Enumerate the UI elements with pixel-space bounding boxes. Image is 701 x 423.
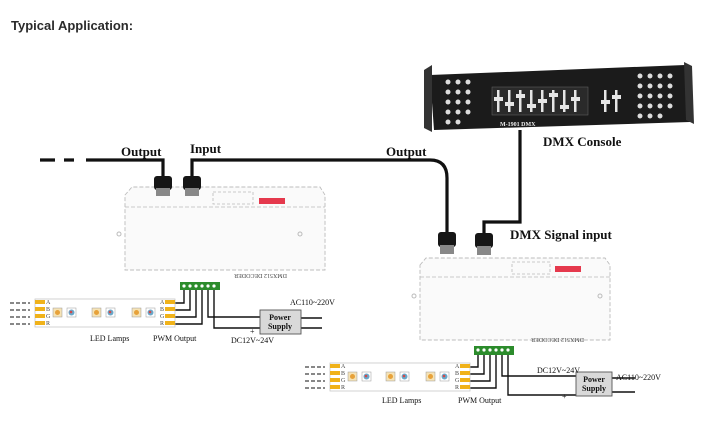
left-pwm-wires <box>175 290 322 329</box>
right-pwm-wires <box>470 355 635 396</box>
pwm-output-label-left: PWM Output <box>153 334 197 343</box>
decoder-left: DMX512 DECODER <box>116 176 326 290</box>
svg-text:R: R <box>46 321 50 327</box>
svg-text:A: A <box>341 364 346 370</box>
led-lamps-label-left: LED Lamps <box>90 334 129 343</box>
svg-text:G: G <box>160 314 165 320</box>
ac-range-label-left: AC110~220V <box>290 298 335 307</box>
plus-label-right: + <box>562 392 567 401</box>
dmx-signal-input-label: DMX Signal input <box>510 227 613 242</box>
decoder-right: DMX512 DECODER <box>411 232 611 355</box>
svg-text:R: R <box>341 385 345 391</box>
output-label-right: Output <box>386 144 427 159</box>
svg-text:A: A <box>160 300 165 306</box>
svg-text:A: A <box>46 300 51 306</box>
led-strip-left: A B G R A B G R <box>10 298 176 328</box>
console-signal-cable <box>482 130 522 234</box>
svg-text:R: R <box>455 385 459 391</box>
svg-text:B: B <box>455 371 459 377</box>
pwm-output-label-right: PWM Output <box>458 396 502 405</box>
plus-label-left: + <box>250 327 255 336</box>
page-title: Typical Application: <box>11 18 134 33</box>
led-strip-right: A B G R A B G R <box>305 362 471 392</box>
svg-text:R: R <box>160 321 164 327</box>
dc-range-label-left: DC12V~24V <box>231 336 274 345</box>
svg-text:B: B <box>160 307 164 313</box>
dmx-console: M-1901 DMX <box>424 62 694 132</box>
svg-text:G: G <box>341 378 346 384</box>
console-model-label: M-1901 DMX <box>500 122 536 128</box>
svg-text:B: B <box>46 307 50 313</box>
output-label-left: Output <box>121 144 162 159</box>
dc-range-label-right: DC12V~24V <box>537 366 580 375</box>
left-output-cable <box>86 158 165 176</box>
svg-text:A: A <box>455 364 460 370</box>
dmx-console-label: DMX Console <box>543 134 622 149</box>
svg-text:B: B <box>341 371 345 377</box>
decoder-link-cable <box>190 158 449 232</box>
minus-label-left: - <box>250 312 253 321</box>
led-lamps-label-right: LED Lamps <box>382 396 421 405</box>
decoder-label-right: DMX512 DECODER <box>531 336 584 342</box>
svg-text:G: G <box>455 378 460 384</box>
input-label-left: Input <box>190 141 222 156</box>
decoder-label-left: DMX512 DECODER <box>234 272 287 278</box>
ac-range-label-right: AC110~220V <box>616 373 661 382</box>
svg-text:G: G <box>46 314 51 320</box>
